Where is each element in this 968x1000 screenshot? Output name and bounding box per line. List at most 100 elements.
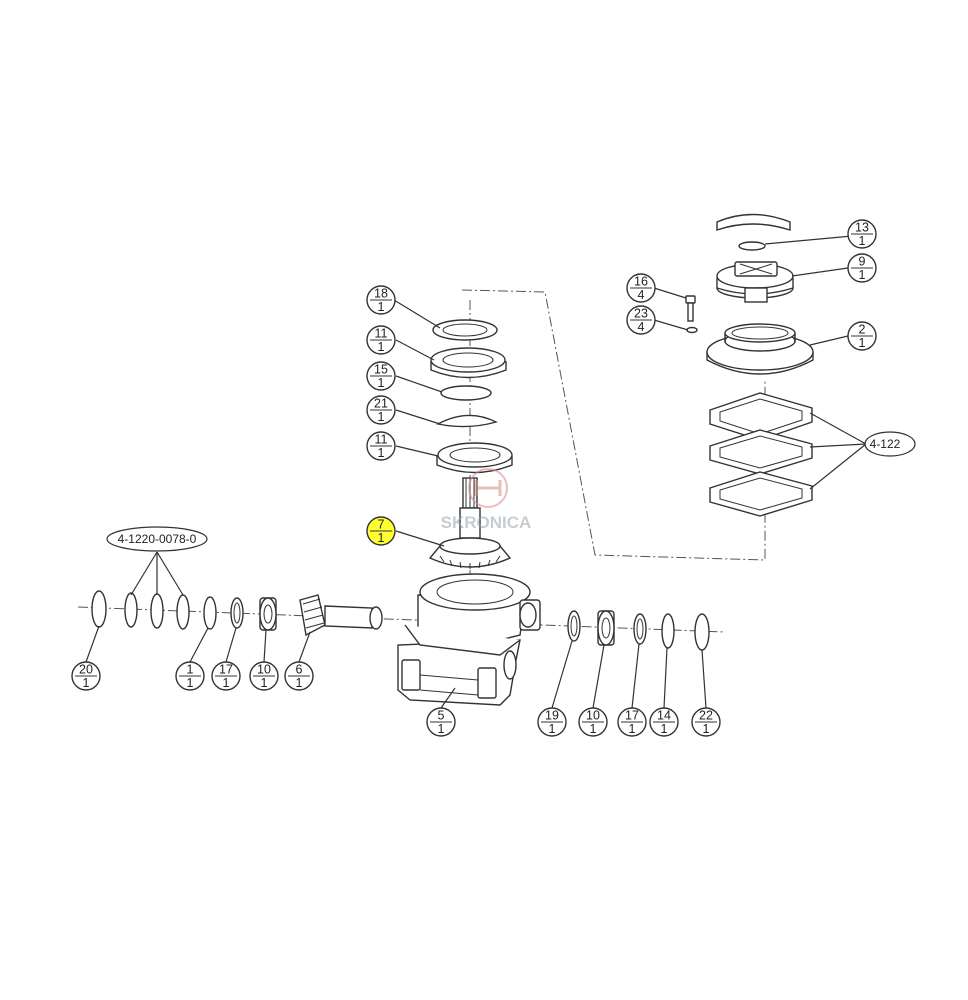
callout-quantity: 1 (703, 722, 710, 736)
callout-quantity: 1 (83, 676, 90, 690)
callout-part-number: 6 (296, 663, 303, 677)
part-11-bearing-top (430, 347, 507, 379)
callout-c22: 221 (691, 707, 721, 737)
callout-quantity: 1 (223, 676, 230, 690)
callout-part-number: 1 (187, 663, 194, 677)
part-14-ring (661, 613, 675, 649)
callout-quantity: 1 (549, 722, 556, 736)
part-23-washer (686, 326, 698, 334)
callout-c10b: 101 (578, 707, 608, 737)
assembly-label-gaskets-text: 4-122 (870, 437, 901, 451)
callout-c5: 51 (426, 707, 456, 737)
callout-c14: 141 (649, 707, 679, 737)
top-cover-arc (716, 213, 791, 231)
callout-quantity: 4 (638, 288, 645, 302)
callout-part-number: 10 (257, 663, 271, 677)
assembly-label-gaskets: 4-122 (864, 431, 916, 457)
callout-quantity: 1 (661, 722, 668, 736)
callout-quantity: 4 (638, 320, 645, 334)
part-22-circlip (694, 613, 710, 651)
callout-c7: 71 (366, 516, 396, 546)
callout-c6: 61 (284, 661, 314, 691)
part-17-seal-right (633, 613, 647, 645)
callout-quantity: 1 (261, 676, 268, 690)
part-7-bevel-gear-shaft (428, 477, 512, 569)
part-21-circlip (435, 414, 498, 428)
callout-part-number: 11 (375, 327, 388, 341)
callout-quantity: 1 (296, 676, 303, 690)
callout-quantity: 1 (378, 376, 385, 390)
callout-part-number: 23 (634, 307, 648, 321)
part-19-seal (567, 610, 581, 642)
callout-part-number: 14 (657, 709, 671, 723)
callout-c18: 181 (366, 285, 396, 315)
callout-quantity: 1 (378, 410, 385, 424)
callout-quantity: 1 (859, 268, 866, 282)
callout-part-number: 15 (374, 363, 388, 377)
callout-part-number: 2 (859, 323, 866, 337)
part-16-bolt (685, 295, 696, 322)
callout-c15: 151 (366, 361, 396, 391)
part-6-pinion-shaft (299, 594, 383, 637)
callout-part-number: 17 (219, 663, 233, 677)
callout-part-number: 22 (699, 709, 713, 723)
callout-part-number: 10 (586, 709, 600, 723)
part-10-bearing-left (259, 597, 277, 631)
callout-quantity: 1 (859, 336, 866, 350)
callout-c11a: 111 (366, 325, 396, 355)
callout-part-number: 11 (375, 433, 388, 447)
center-lines (77, 289, 766, 633)
leader-lines (85, 233, 875, 709)
callout-c21: 211 (366, 395, 396, 425)
part-11-bearing-lower (436, 442, 513, 474)
shim-set-left (124, 592, 190, 630)
part-10-bearing-right (597, 610, 615, 646)
callout-part-number: 19 (545, 709, 559, 723)
part-15-ring (440, 385, 492, 401)
callout-c17a: 171 (211, 661, 241, 691)
watermark-logo: SKRONICA (441, 468, 532, 532)
callout-part-number: 18 (374, 287, 388, 301)
gasket-set (709, 392, 813, 517)
callout-c9: 91 (847, 253, 877, 283)
part-13-oring (738, 241, 766, 251)
callout-c23: 234 (626, 305, 656, 335)
part-1-ring (203, 596, 217, 630)
callout-quantity: 1 (187, 676, 194, 690)
callout-c20: 201 (71, 661, 101, 691)
callout-quantity: 1 (378, 300, 385, 314)
callout-quantity: 1 (590, 722, 597, 736)
part-18-seal (432, 319, 498, 341)
callout-c13: 131 (847, 219, 877, 249)
watermark-text: SKRONICA (441, 513, 532, 532)
callout-quantity: 1 (378, 531, 385, 545)
callout-quantity: 1 (629, 722, 636, 736)
part-2-flange-plate (706, 323, 814, 375)
callout-part-number: 16 (634, 275, 648, 289)
part-20-circlip (91, 590, 107, 628)
callout-part-number: 21 (374, 397, 388, 411)
assembly-label-shims-text: 4-1220-0078-0 (118, 532, 197, 546)
callout-part-number: 7 (378, 518, 385, 532)
callout-part-number: 20 (79, 663, 93, 677)
part-5-housing (397, 573, 541, 706)
callout-quantity: 1 (859, 234, 866, 248)
callout-c1: 11 (175, 661, 205, 691)
callout-quantity: 1 (378, 446, 385, 460)
callout-c10a: 101 (249, 661, 279, 691)
callout-quantity: 1 (378, 340, 385, 354)
callout-c19: 191 (537, 707, 567, 737)
callout-part-number: 5 (438, 709, 445, 723)
callout-c2: 21 (847, 321, 877, 351)
callout-c17b: 171 (617, 707, 647, 737)
assembly-label-shims: 4-1220-0078-0 (106, 526, 208, 552)
part-17-seal-left (230, 597, 244, 629)
callout-c16: 164 (626, 273, 656, 303)
callout-quantity: 1 (438, 722, 445, 736)
callout-part-number: 13 (855, 221, 869, 235)
part-9-flange-hub (716, 261, 794, 303)
callout-c11b: 111 (366, 431, 396, 461)
callout-part-number: 9 (859, 255, 866, 269)
